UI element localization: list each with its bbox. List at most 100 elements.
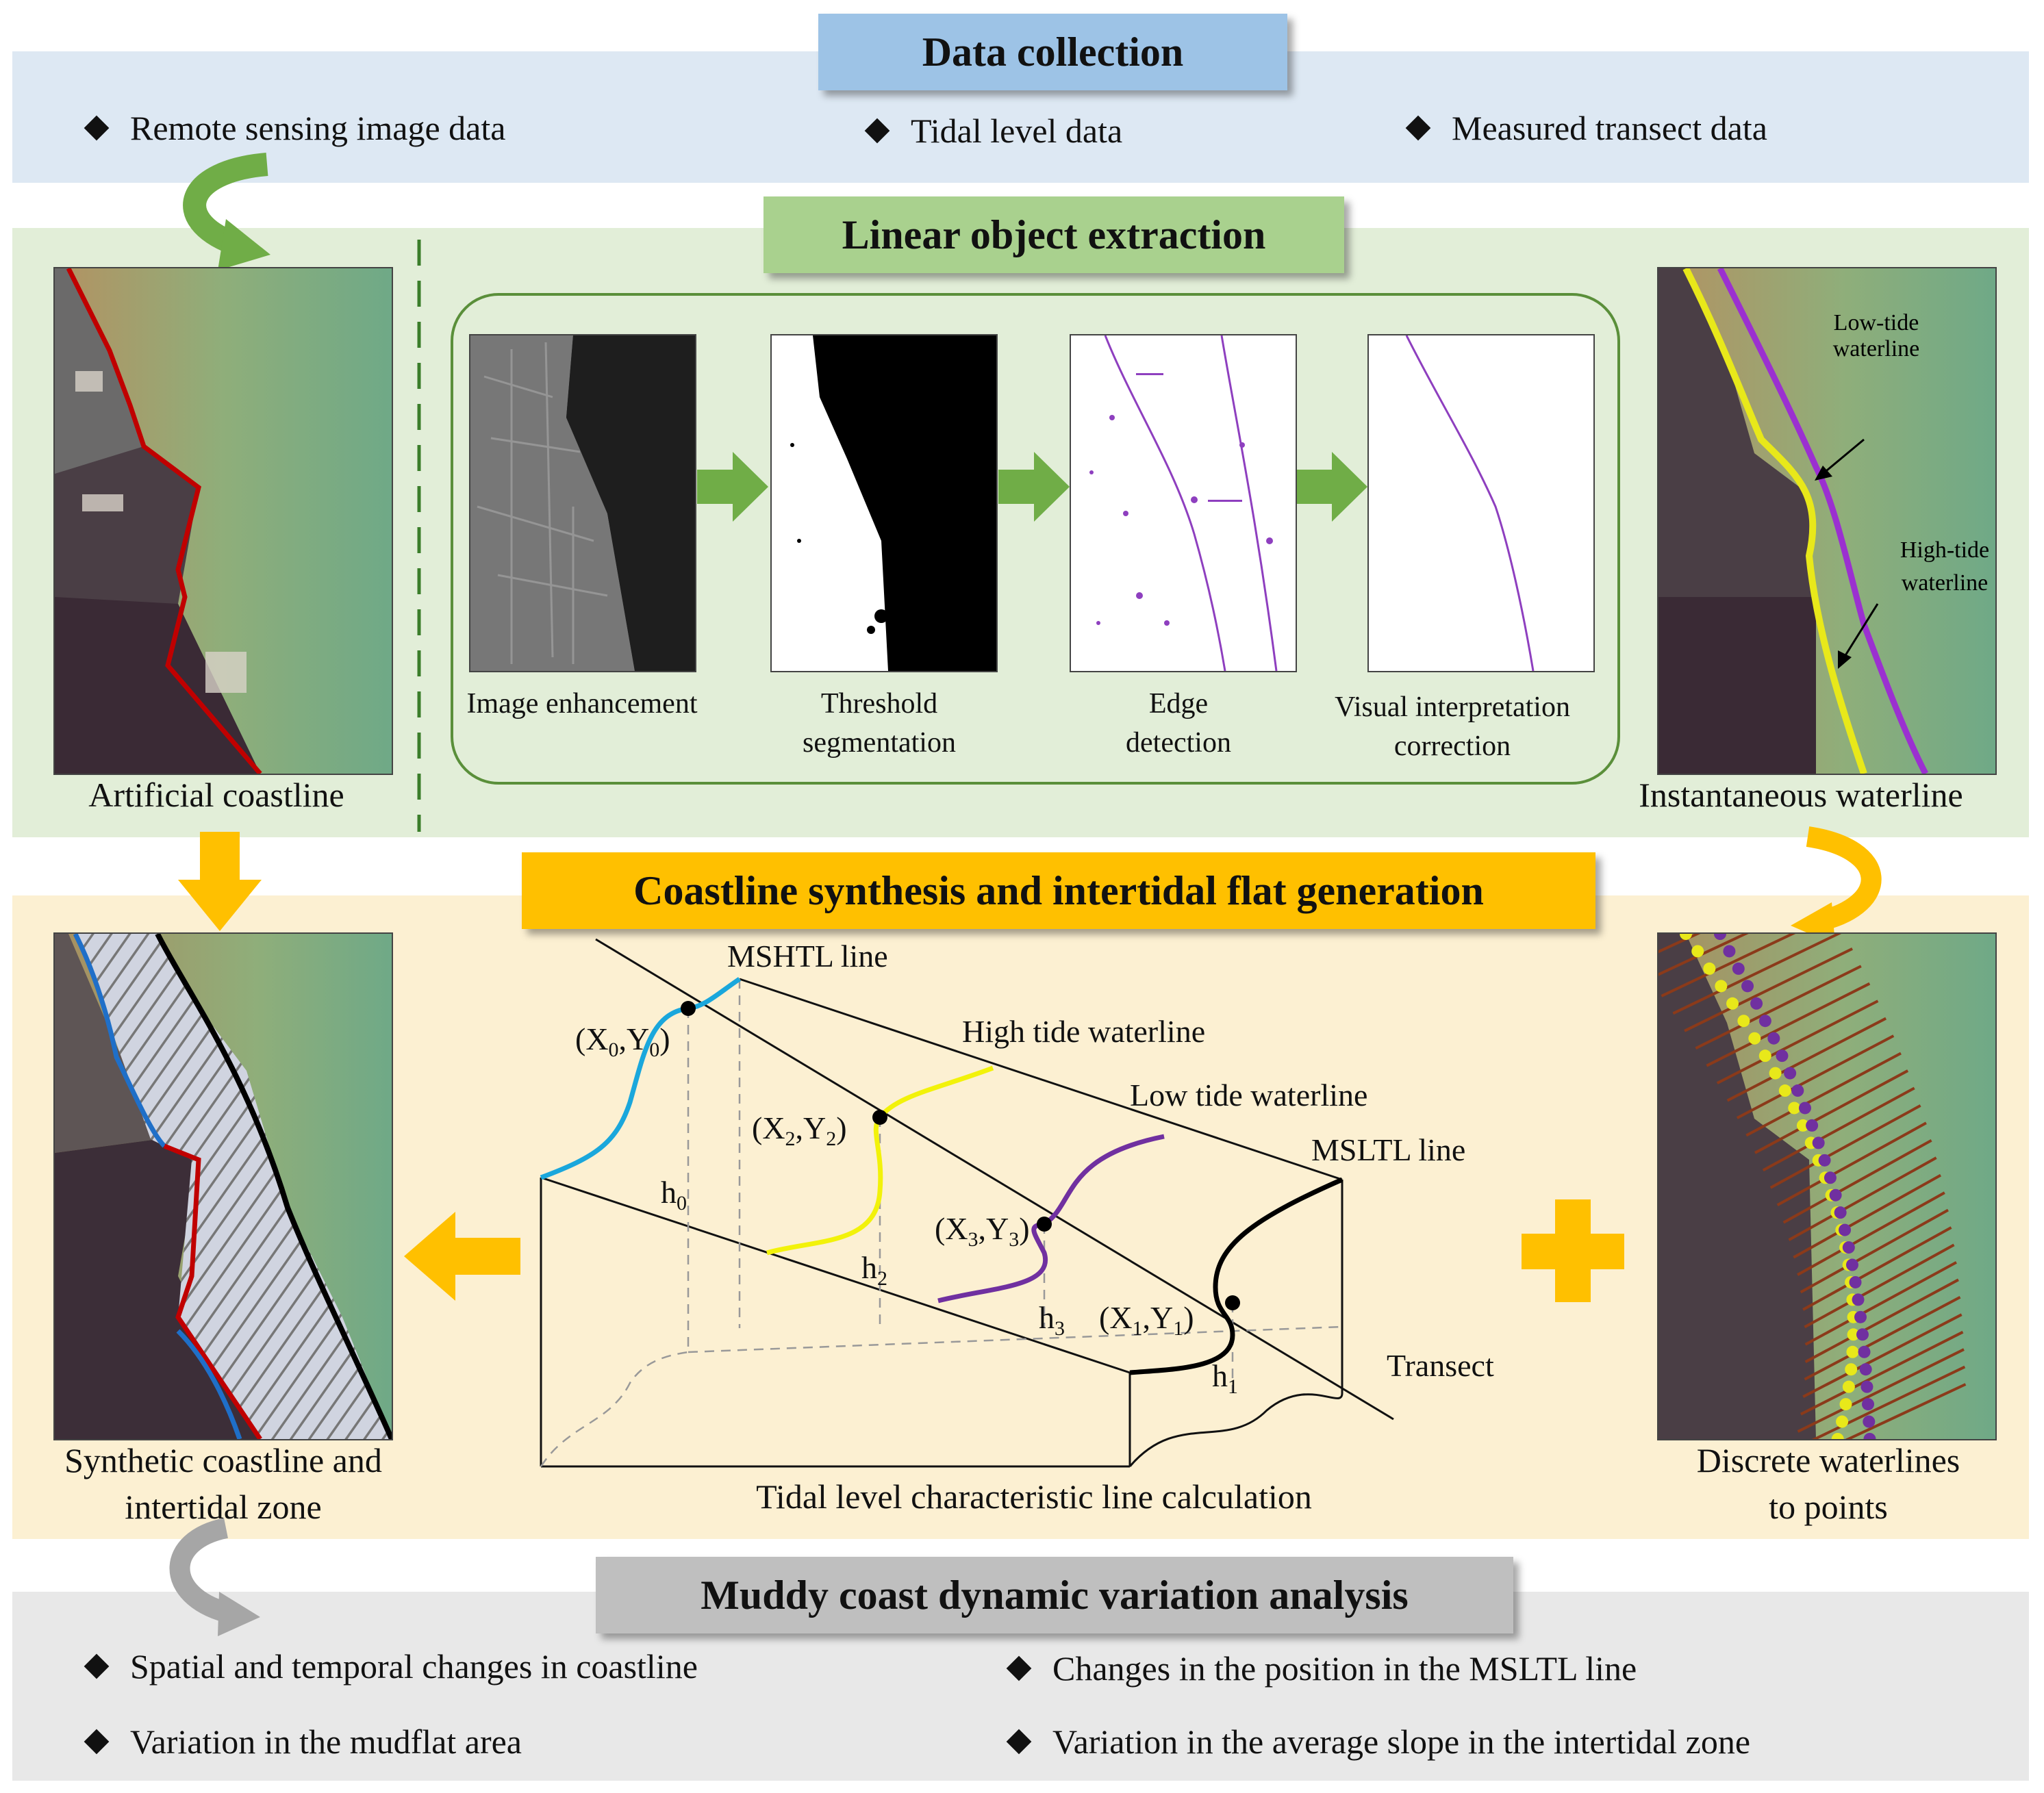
high-tide-point	[1845, 1363, 1858, 1376]
transect-mark	[1788, 1156, 1937, 1241]
transect-mark	[1811, 1365, 1966, 1439]
discrete-waterlines-panel	[1657, 932, 1997, 1440]
bullet-average-slope: Variation in the average slope in the in…	[1006, 1722, 1750, 1762]
mshtl-curve	[540, 977, 741, 1180]
point-1	[1225, 1295, 1240, 1310]
satellite-image	[55, 934, 392, 1439]
instantaneous-waterline-panel: Low-tide waterline High-tide waterline	[1657, 267, 1997, 775]
instantaneous-waterline-caption: Instantaneous waterline	[1639, 776, 1963, 814]
transect-mark	[1658, 934, 1749, 976]
low-tide-point	[1859, 1363, 1872, 1376]
high-tide-point	[1842, 1380, 1855, 1393]
low-tide-point	[1858, 1345, 1871, 1358]
low-tide-point	[1784, 1067, 1797, 1080]
low-tide-point	[1854, 1310, 1867, 1323]
transect-mark	[1802, 1313, 1963, 1398]
low-tide-point	[1741, 980, 1754, 993]
point-2	[872, 1110, 887, 1125]
step-caption-line1: Edge	[1148, 688, 1209, 720]
edge-detection-panel	[1070, 334, 1297, 672]
synthetic-coastline-caption: Synthetic coastline and intertidal zone	[14, 1438, 433, 1530]
threshold-segmentation-panel	[770, 334, 998, 672]
low-tide-point	[1834, 1206, 1847, 1219]
high-tide-point	[1796, 1119, 1809, 1132]
bullet-tidal-level: Tidal level data	[864, 111, 1123, 151]
low-tide-point	[1723, 945, 1736, 958]
step-caption-line2: correction	[1393, 730, 1511, 762]
step-caption-4: Visual interpretation correction	[1319, 688, 1586, 765]
low-tide-point	[1750, 997, 1763, 1010]
low-tide-point	[1852, 1293, 1865, 1306]
diamond-icon	[864, 118, 890, 144]
transect-mark	[1684, 947, 1853, 1032]
low-tide-point	[1863, 1433, 1876, 1439]
high-tide-label: High tide waterline	[962, 1014, 1205, 1049]
process-box	[451, 293, 1620, 785]
high-tide-curve	[766, 1065, 994, 1256]
transect-mark	[1776, 1121, 1927, 1207]
caption-line2: intertidal zone	[125, 1487, 322, 1526]
low-tide-point	[1856, 1328, 1869, 1341]
bullet-text: Measured transect data	[1452, 109, 1767, 147]
transect-mark	[1769, 1104, 1921, 1189]
step-caption-line1: Image enhancement	[466, 688, 698, 720]
transect-mark	[1797, 1191, 1945, 1276]
transect-mark	[1804, 1243, 1955, 1329]
high-tide-point	[1726, 997, 1739, 1010]
binary-image	[790, 335, 996, 671]
transect-mark	[1716, 1000, 1879, 1084]
bullet-mudflat-area: Variation in the mudflat area	[84, 1722, 522, 1762]
high-tide-label-2: waterline	[1902, 570, 1989, 596]
step-caption-2: Threshold segmentation	[746, 685, 1013, 762]
transect-mark	[1782, 1139, 1932, 1224]
low-tide-label-1: Low-tide	[1834, 310, 1919, 335]
high-tide-point	[1748, 1032, 1761, 1045]
high-tide-point	[1847, 1328, 1860, 1341]
low-tide-point	[1862, 1398, 1875, 1411]
transect-mark	[1762, 1086, 1915, 1172]
data-collection-title: Data collection	[818, 14, 1287, 90]
low-tide-curve	[937, 1134, 1165, 1304]
satellite-image: Low-tide waterline High-tide waterline	[1658, 268, 1995, 774]
coord-label-1: (X1,Y1)	[1099, 1300, 1194, 1340]
linear-extraction-title: Linear object extraction	[764, 196, 1344, 273]
diamond-icon	[84, 115, 110, 141]
bullet-transect: Measured transect data	[1405, 108, 1767, 148]
step-caption-line1: Visual interpretation	[1335, 691, 1570, 723]
step-caption-line2: detection	[1126, 726, 1231, 759]
point-3	[1037, 1217, 1052, 1232]
transect-mark	[1802, 1226, 1952, 1311]
back-base-line	[687, 1325, 1343, 1353]
top-edge-line	[739, 978, 1343, 1181]
low-tide-point	[1714, 934, 1726, 940]
caption-line1: Synthetic coastline and	[64, 1441, 382, 1479]
low-tide-label-2: waterline	[1833, 336, 1920, 361]
mshtl-label: MSHTL line	[727, 939, 888, 974]
low-tide-point	[1767, 1032, 1780, 1045]
coord-label-0: (X0,Y0)	[575, 1021, 670, 1061]
h1-label: h1	[1212, 1358, 1238, 1398]
high-tide-point	[1788, 1102, 1801, 1115]
bullet-text: Spatial and temporal changes in coastlin…	[130, 1647, 698, 1686]
bullet-msltl-position: Changes in the position in the MSLTL lin…	[1006, 1649, 1637, 1688]
image-enhancement-panel	[469, 334, 696, 672]
low-tide-point	[1824, 1171, 1837, 1184]
transect-label: Transect	[1387, 1348, 1494, 1383]
base-curve	[1128, 1393, 1343, 1467]
bullet-text: Tidal level data	[911, 112, 1123, 150]
transect-mark	[1804, 1278, 1959, 1364]
transect-mark	[1706, 982, 1871, 1067]
back-curve	[540, 1351, 689, 1467]
msltl-curve	[1129, 1177, 1343, 1375]
transect-mark	[1672, 934, 1842, 1015]
low-tide-point	[1812, 1136, 1825, 1149]
high-tide-point	[1836, 1415, 1849, 1428]
transect-mark	[1736, 1034, 1895, 1119]
visual-correction-panel	[1367, 334, 1595, 672]
bullet-text: Variation in the mudflat area	[130, 1722, 522, 1761]
low-tide-point	[1842, 1241, 1855, 1254]
msltl-label: MSLTL line	[1311, 1132, 1465, 1167]
low-tide-point	[1798, 1102, 1811, 1115]
artificial-coastline-caption: Artificial coastline	[88, 776, 344, 814]
low-tide-point	[1845, 1258, 1858, 1271]
